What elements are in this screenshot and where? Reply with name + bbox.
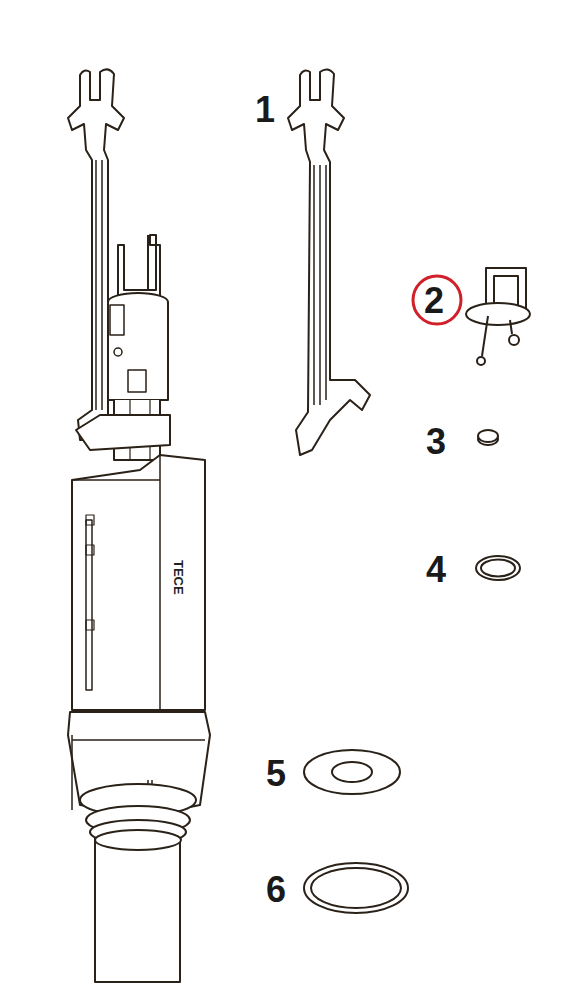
brand-logo: TECE xyxy=(171,560,186,595)
callout-number: 3 xyxy=(426,424,446,460)
callout-number: 2 xyxy=(424,283,444,319)
large-seal-ring xyxy=(304,863,408,913)
highlight-circle xyxy=(413,276,461,324)
callout-number: 5 xyxy=(266,756,286,792)
lever-frame xyxy=(288,69,370,455)
float-stop xyxy=(466,268,530,365)
small-seal xyxy=(478,430,498,445)
o-ring xyxy=(476,556,520,580)
flat-washer xyxy=(304,750,400,794)
callout-number: 1 xyxy=(255,92,275,128)
callout-number: 4 xyxy=(426,552,446,588)
callout-number: 6 xyxy=(266,872,286,908)
flush-valve xyxy=(68,69,210,982)
